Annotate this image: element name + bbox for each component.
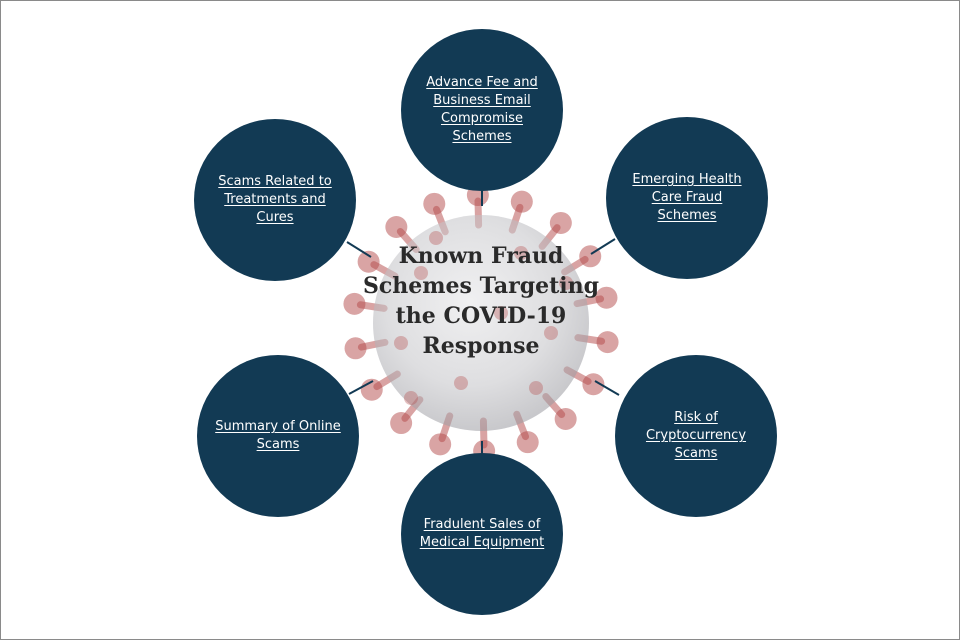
- virus-surface-dot: [514, 246, 528, 260]
- virus-surface-dot: [394, 336, 408, 350]
- connector-cryptocurrency: [594, 380, 620, 396]
- connector-treatments-cures: [346, 241, 372, 258]
- virus-spike-head: [344, 337, 367, 360]
- virus-spike-head: [423, 192, 446, 215]
- virus-surface-dot: [404, 391, 418, 405]
- virus-surface-dot: [559, 276, 573, 290]
- node-online-scams-link[interactable]: Summary of Online Scams: [215, 419, 341, 452]
- virus-spike-head: [343, 292, 366, 315]
- virus-spike-head: [582, 373, 605, 396]
- node-advance-fee[interactable]: Advance Fee and Business Email Compromis…: [401, 29, 563, 191]
- node-emerging-health-care[interactable]: Emerging Health Care Fraud Schemes: [606, 117, 768, 279]
- node-emerging-health-care-link[interactable]: Emerging Health Care Fraud Schemes: [632, 172, 742, 223]
- node-advance-fee-link[interactable]: Advance Fee and Business Email Compromis…: [426, 75, 538, 144]
- node-cryptocurrency[interactable]: Risk of Cryptocurrency Scams: [615, 355, 777, 517]
- virus-spike-head: [510, 190, 533, 213]
- node-cryptocurrency-link[interactable]: Risk of Cryptocurrency Scams: [645, 410, 747, 461]
- virus-spike-head: [549, 211, 572, 234]
- center-title: Known Fraud Schemes Targeting the COVID-…: [363, 243, 599, 359]
- virus-spike-head: [357, 250, 380, 273]
- node-treatments-cures-link[interactable]: Scams Related to Treatments and Cures: [218, 174, 332, 225]
- virus-surface-dot: [429, 231, 443, 245]
- virus-surface-dots: [394, 231, 573, 405]
- virus-body: [373, 215, 589, 431]
- connector-emerging-health-care: [590, 238, 616, 255]
- node-treatments-cures[interactable]: Scams Related to Treatments and Cures: [194, 119, 356, 281]
- virus-surface-dot: [454, 376, 468, 390]
- virus-spike-head: [390, 412, 413, 435]
- virus-spike-head: [516, 431, 539, 454]
- virus-spike-head: [596, 331, 619, 354]
- virus-spike-head: [429, 433, 452, 456]
- connector-online-scams: [348, 380, 374, 395]
- node-medical-equipment-link[interactable]: Fradulent Sales of Medical Equipment: [419, 517, 545, 550]
- node-online-scams[interactable]: Summary of Online Scams: [197, 355, 359, 517]
- virus-surface-dot: [544, 326, 558, 340]
- virus-spike-head: [554, 408, 577, 431]
- virus-spikes: [343, 184, 619, 462]
- virus-surface-dot: [414, 266, 428, 280]
- virus-surface-dot: [494, 306, 508, 320]
- virus-surface-dot: [529, 381, 543, 395]
- virus-spike-head: [385, 215, 408, 238]
- node-medical-equipment[interactable]: Fradulent Sales of Medical Equipment: [401, 453, 563, 615]
- virus-spike-head: [595, 286, 618, 309]
